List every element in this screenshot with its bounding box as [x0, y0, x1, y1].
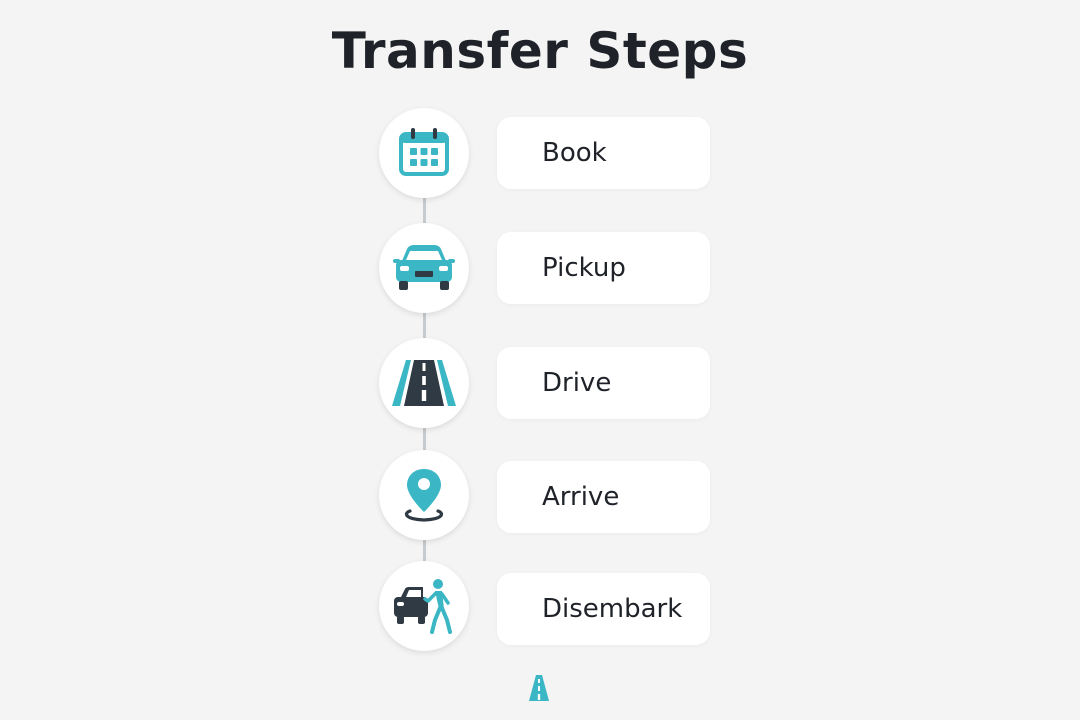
car-icon	[393, 245, 455, 290]
connector-line	[423, 312, 426, 339]
connector-line	[423, 539, 426, 563]
step-label: Book	[542, 138, 607, 168]
step-label-box-drive: Drive	[497, 347, 710, 419]
step-label-box-book: Book	[497, 117, 710, 189]
connector-line	[423, 427, 426, 451]
step-label-box-disembark: Disembark	[497, 573, 710, 645]
road-icon	[392, 360, 456, 406]
step-icon-circle-pickup	[379, 223, 469, 313]
step-icon-circle-book	[379, 108, 469, 198]
step-label: Disembark	[542, 594, 683, 624]
calendar-icon	[399, 128, 449, 176]
page-title: Transfer Steps	[331, 22, 749, 80]
connector-line	[423, 197, 426, 225]
location-pin-icon	[404, 469, 444, 522]
step-label: Pickup	[542, 253, 626, 283]
step-icon-circle-disembark	[379, 561, 469, 651]
step-icon-circle-drive	[379, 338, 469, 428]
step-label-box-pickup: Pickup	[497, 232, 710, 304]
person-exiting-car-icon	[394, 579, 452, 634]
step-label: Drive	[542, 368, 612, 398]
step-label-box-arrive: Arrive	[497, 461, 710, 533]
step-label: Arrive	[542, 482, 620, 512]
step-icon-circle-arrive	[379, 450, 469, 540]
road-logo-icon	[529, 675, 549, 701]
